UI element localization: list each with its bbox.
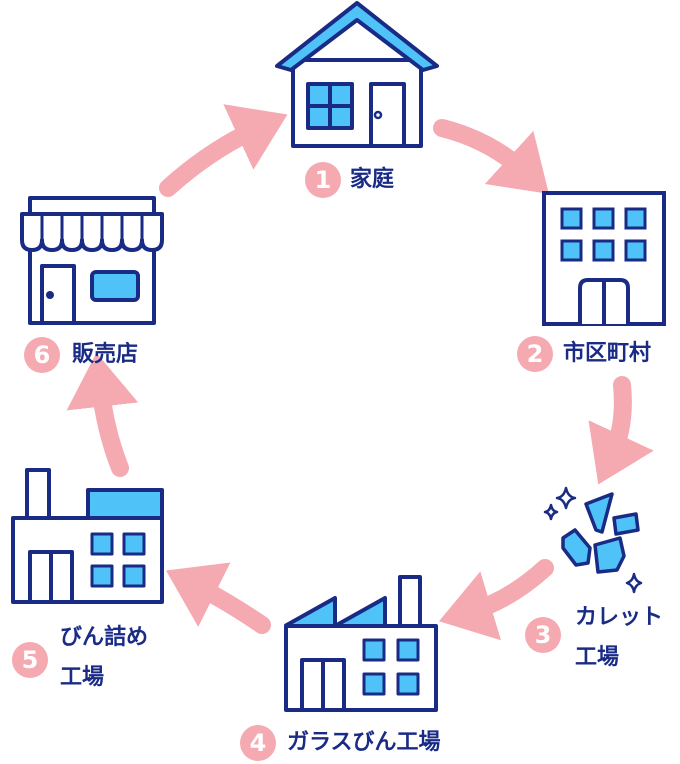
house-icon (275, 1, 439, 148)
office-building-icon (542, 191, 666, 326)
arrow-6-to-1 (159, 104, 288, 197)
arrow-2-to-3 (588, 376, 654, 485)
step-3-number: 3 (525, 617, 561, 653)
arrow-1-to-2 (433, 119, 549, 194)
step-3-label-line1: カレット (575, 605, 664, 630)
step-5-label-line2: 工場 (60, 665, 105, 690)
bottling-factory-icon (11, 468, 164, 604)
step-3-label-line2: 工場 (575, 645, 620, 670)
step-4-label: ガラスびん工場 (287, 730, 441, 755)
step-1-number: 1 (305, 162, 341, 198)
step-6-number: 6 (24, 337, 60, 373)
step-6-label: 販売店 (72, 342, 139, 367)
shop-icon (20, 196, 164, 325)
step-2-label: 市区町村 (563, 341, 652, 366)
arrow-5-to-6 (66, 352, 139, 477)
step-2-number: 2 (517, 336, 553, 372)
arrow-4-to-5 (166, 562, 271, 634)
step-5-number: 5 (12, 642, 48, 678)
factory-icon (284, 575, 438, 712)
cullet-glass-icon (543, 486, 643, 594)
arrow-3-to-4 (438, 559, 554, 641)
step-4-number: 4 (240, 725, 276, 761)
step-5-label-line1: びん詰め (60, 625, 149, 650)
step-1-label: 家庭 (350, 167, 395, 192)
